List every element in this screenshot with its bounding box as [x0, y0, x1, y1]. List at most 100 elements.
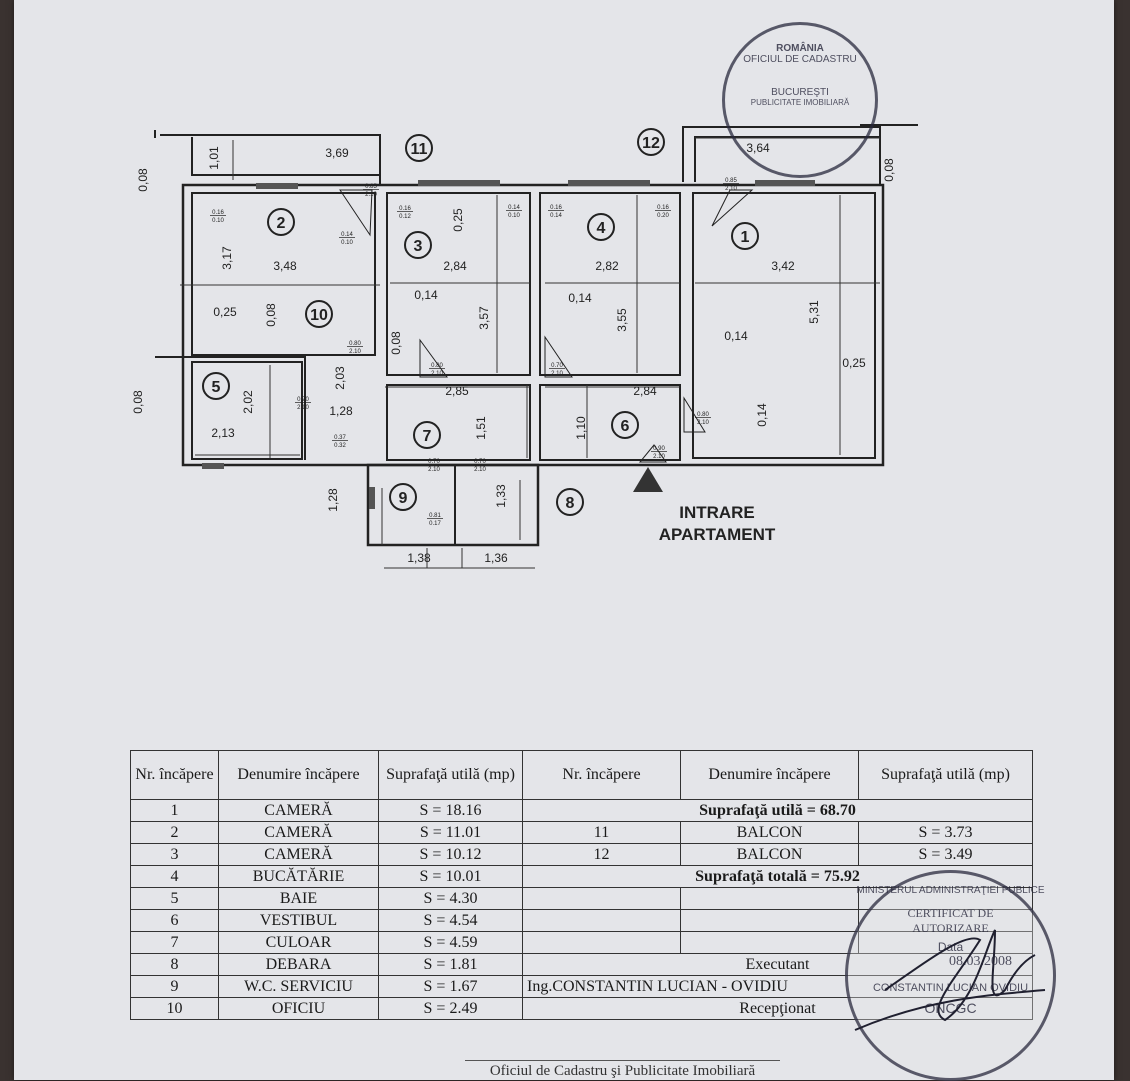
- room-circle: [611, 411, 639, 439]
- room-area: S = 11.01: [378, 821, 523, 844]
- room-area: S = 1.81: [378, 953, 523, 976]
- room-nr: 11: [522, 821, 681, 844]
- door-width: 0.80: [431, 363, 443, 369]
- door-width: 0.80: [349, 341, 361, 347]
- room-circle: [556, 488, 584, 516]
- room-name: CAMERĂ: [218, 799, 379, 822]
- door-height: 0.10: [212, 218, 224, 224]
- dimension-label: 3,69: [325, 146, 349, 160]
- room-nr: 8: [130, 953, 219, 976]
- room-marker: 3: [404, 231, 432, 259]
- dimension-label: 2,84: [443, 259, 467, 273]
- room-circle: [267, 208, 295, 236]
- room-nr: 9: [130, 975, 219, 998]
- room-number: 2: [277, 215, 286, 232]
- dimension-label: 2,85: [445, 384, 469, 398]
- dimension-label: 1,33: [494, 484, 508, 508]
- room-name: CAMERĂ: [218, 843, 379, 866]
- room-area: S = 1.67: [378, 975, 523, 998]
- dimension-label: 1,10: [574, 416, 588, 440]
- door-size-label: 0.160.10: [210, 210, 226, 224]
- dimension-label: 1,28: [326, 488, 340, 512]
- door-height: 0.12: [399, 214, 411, 220]
- room-name: CAMERĂ: [218, 821, 379, 844]
- dimension-label: 1,51: [474, 416, 488, 440]
- door-height: 0.32: [334, 443, 346, 449]
- stamp-date: 08.03.2008: [949, 954, 1012, 969]
- room-marker: 4: [587, 213, 615, 241]
- dimension-label: 1,36: [484, 551, 508, 565]
- door-size-label: 0.16 0.12: [397, 206, 413, 220]
- door-size-label: 0.370.32: [332, 435, 348, 449]
- room-nr: 12: [522, 843, 681, 866]
- room-marker: 9: [389, 483, 417, 511]
- dimension-label: 2,13: [211, 426, 235, 440]
- room-number: 11: [411, 141, 428, 158]
- column-header: Nr. încăpere: [522, 750, 681, 800]
- dimension-label: 0,14: [755, 403, 769, 427]
- room-circle: [389, 483, 417, 511]
- entrance-label: INTRARE: [679, 503, 755, 522]
- door-swings: [339, 189, 754, 463]
- dimension-label: 0,08: [882, 158, 896, 182]
- stamp-text: OFICIUL DE CADASTRU: [743, 54, 857, 65]
- room-area: S = 2.49: [378, 997, 523, 1020]
- room-number: 3: [414, 238, 423, 255]
- room-nr: 7: [130, 931, 219, 954]
- dimension-label: 1,28: [329, 404, 353, 418]
- door-size-label: 0.160.20: [655, 205, 671, 219]
- door-width: 0.85: [365, 184, 377, 190]
- door-width: 0.81: [429, 513, 441, 519]
- room-circle: [587, 213, 615, 241]
- room-circle: [202, 372, 230, 400]
- room-marker: 7: [413, 421, 441, 449]
- door-size-label: 0.85 2.10: [363, 184, 379, 198]
- door-size-label: 0.80 2.10: [429, 363, 445, 377]
- room-number: 1: [741, 229, 750, 246]
- room-area: S = 18.16: [378, 799, 523, 822]
- dimension-label: 3,48: [273, 259, 297, 273]
- room-name: CULOAR: [218, 931, 379, 954]
- room-nr: 6: [130, 909, 219, 932]
- door-height: 2.10: [431, 371, 443, 377]
- door-width: 0.70: [474, 459, 486, 465]
- column-header: Denumire încăpere: [218, 750, 379, 800]
- door-size-label: 0.140.10: [506, 205, 522, 219]
- stamp-text: ROMÂNIA: [776, 43, 824, 54]
- dimension-label: 5,31: [807, 300, 821, 324]
- room-number: 9: [399, 490, 408, 507]
- room-area: S = 4.59: [378, 931, 523, 954]
- door-height: 0.20: [657, 213, 669, 219]
- door-size-label: 0.810.17: [427, 513, 443, 527]
- room-number: 4: [597, 220, 606, 237]
- door-height: 2.10: [428, 467, 440, 473]
- room-nr: 4: [130, 865, 219, 888]
- door-height: 2.10: [474, 467, 486, 473]
- door-height: 2.10: [365, 192, 377, 198]
- dimension-label: 1,01: [207, 146, 221, 170]
- room-nr: 10: [130, 997, 219, 1020]
- dimension-label: 0,25: [451, 208, 465, 232]
- door-size-label: 0.902.10: [651, 446, 667, 460]
- stamp-text: PUBLICITATE IMOBILIARĂ: [750, 98, 850, 107]
- dimension-label: 3,55: [615, 308, 629, 332]
- door-width: 0.70: [551, 363, 563, 369]
- stamp-certificate: MINISTERUL ADMINISTRAŢIEI PUBLICE CERTIF…: [845, 870, 1056, 1081]
- stamp-text: MINISTERUL ADMINISTRAŢIEI PUBLICE: [856, 885, 1045, 896]
- room-number: 7: [423, 428, 432, 445]
- dimension-label: 2,84: [633, 384, 657, 398]
- door-height: 2.10: [697, 420, 709, 426]
- room-name: BALCON: [680, 821, 859, 844]
- door-width: 0.14: [341, 232, 353, 238]
- room-area: S = 3.49: [858, 843, 1033, 866]
- door-height: 0.14: [550, 213, 562, 219]
- door-width: 0.16: [399, 206, 411, 212]
- door-size-label: 0.802.10: [347, 341, 363, 355]
- door-height: 2.10: [653, 454, 665, 460]
- room-nr: 2: [130, 821, 219, 844]
- room-name: BALCON: [680, 843, 859, 866]
- column-header: Denumire încăpere: [680, 750, 859, 800]
- door-width: 0.80: [697, 412, 709, 418]
